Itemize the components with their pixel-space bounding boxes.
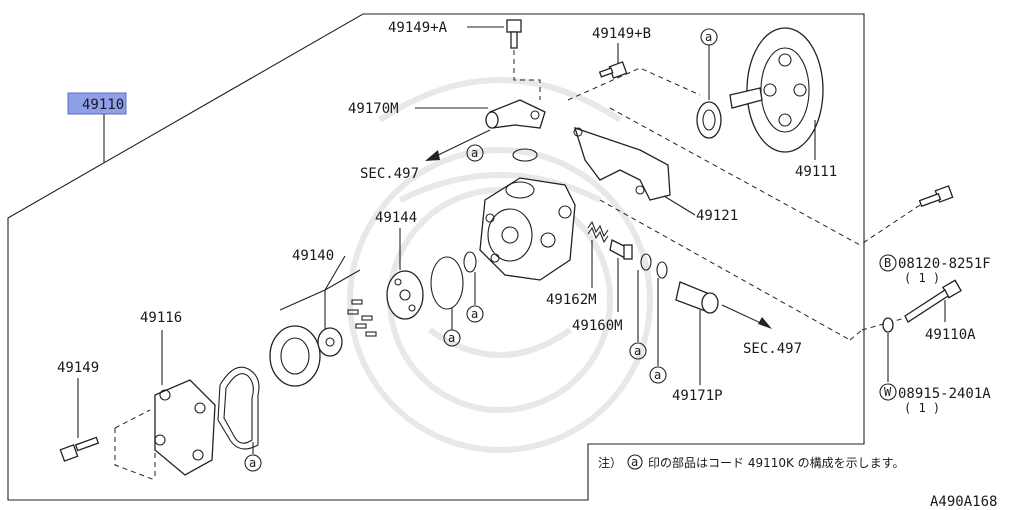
label-49149[interactable]: 49149 [57, 360, 99, 376]
svg-text:a: a [654, 368, 661, 382]
bolt-49149a [506, 19, 522, 49]
valve-49160m [609, 239, 633, 260]
svg-text:a: a [249, 456, 256, 470]
spring-49162m [587, 220, 609, 244]
svg-text:注）: 注） [598, 455, 622, 470]
marker-a-7: a [649, 366, 667, 384]
marker-w: W [879, 383, 897, 401]
label-49111[interactable]: 49111 [795, 164, 837, 180]
svg-text:a: a [631, 455, 638, 469]
pulley-49111 [729, 27, 824, 153]
bolt-49110a [904, 279, 962, 323]
main-part-label[interactable]: 49110 [82, 97, 124, 113]
label-49162m[interactable]: 49162M [546, 292, 597, 308]
svg-text:印の部品はコード 49110K の構成を示します。: 印の部品はコード 49110K の構成を示します。 [648, 455, 904, 470]
plate-49144 [386, 270, 424, 320]
svg-text:a: a [634, 344, 641, 358]
svg-text:a: a [705, 30, 712, 44]
label-sec497-top[interactable]: SEC.497 [360, 166, 419, 182]
rotor [317, 327, 343, 357]
marker-a-2: a [700, 28, 718, 46]
label-49170m[interactable]: 49170M [348, 101, 399, 117]
bolt-b-08120 [918, 185, 954, 208]
label-49149b[interactable]: 49149+B [592, 26, 651, 42]
footnote: 注） a 印の部品はコード 49110K の構成を示します。 [598, 454, 904, 470]
assembly-frame [7, 13, 865, 501]
label-49121[interactable]: 49121 [696, 208, 738, 224]
label-49144[interactable]: 49144 [375, 210, 417, 226]
fitting-49171p [675, 281, 719, 314]
label-49140[interactable]: 49140 [292, 248, 334, 264]
svg-text:a: a [471, 146, 478, 160]
cam-ring-49140 [269, 325, 321, 387]
label-b-qty: ( 1 ) [904, 271, 940, 285]
bolt-49149 [59, 436, 100, 462]
marker-a-4: a [466, 305, 484, 323]
cover-49116 [154, 379, 216, 476]
connector-49170m [485, 99, 546, 129]
label-49149a[interactable]: 49149+A [388, 20, 448, 36]
bolt-49149b [598, 61, 628, 79]
vanes [347, 299, 377, 337]
main-label-highlight[interactable] [67, 92, 127, 115]
svg-text:B: B [884, 256, 891, 270]
washer-w [882, 317, 894, 333]
gasket [217, 366, 260, 450]
marker-a-5: a [244, 454, 262, 472]
label-sec497-bottom[interactable]: SEC.497 [743, 341, 802, 357]
reference-code: A490A168 [930, 494, 997, 510]
seal-ring [696, 101, 722, 139]
label-w-qty: ( 1 ) [904, 401, 940, 415]
svg-text:a: a [448, 331, 455, 345]
pump-body [479, 177, 576, 281]
label-49171p[interactable]: 49171P [672, 388, 723, 404]
label-49110a[interactable]: 49110A [925, 327, 976, 343]
label-49116[interactable]: 49116 [140, 310, 182, 326]
svg-text:a: a [471, 307, 478, 321]
label-49160m[interactable]: 49160M [572, 318, 623, 334]
marker-b: B [879, 254, 897, 272]
label-b-code[interactable]: 08120-8251F [898, 256, 991, 272]
label-w-code[interactable]: 08915-2401A [898, 386, 991, 402]
marker-a-3: a [443, 329, 461, 347]
svg-text:W: W [884, 385, 892, 399]
bracket-49121 [573, 126, 671, 201]
marker-a-6: a [629, 342, 647, 360]
marker-a-1: a [466, 144, 484, 162]
